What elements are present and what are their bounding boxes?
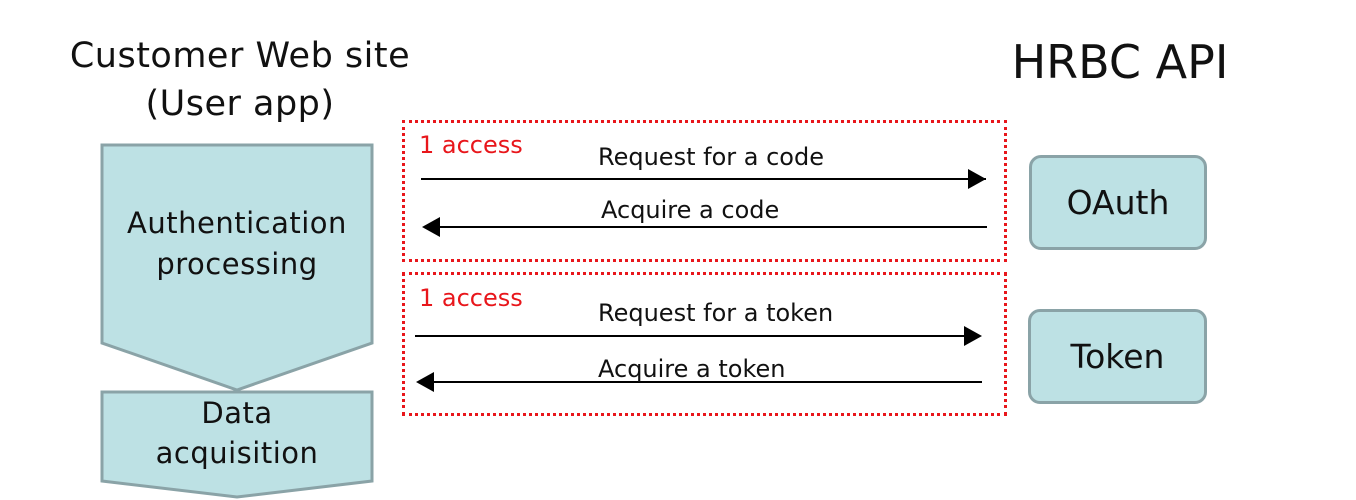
server-title: HRBC API: [1011, 35, 1229, 89]
authentication-processing-line1: Authentication: [127, 206, 347, 240]
access-label-token: 1 access: [419, 284, 523, 312]
access-box-code: [402, 120, 1007, 262]
client-title: Customer Web site: [69, 36, 411, 76]
authentication-processing-shape: [100, 143, 374, 392]
acquire-code-arrowhead: [422, 217, 440, 237]
token-endpoint-box: Token: [1028, 309, 1207, 404]
request-code-label: Request for a code: [598, 143, 824, 171]
data-acquisition-label: Data acquisition: [102, 393, 372, 473]
access-box-token: [402, 272, 1007, 416]
client-title-block: Customer Web site (User app): [40, 32, 440, 128]
access-label-code: 1 access: [419, 131, 523, 159]
acquire-token-label: Acquire a token: [598, 355, 786, 383]
acquire-token-arrowhead: [416, 372, 434, 392]
request-code-arrowhead: [968, 169, 986, 189]
request-token-arrowhead: [964, 326, 982, 346]
oauth-endpoint-box: OAuth: [1029, 155, 1207, 250]
token-endpoint-label: Token: [1070, 337, 1165, 376]
authentication-processing-line2: processing: [156, 247, 318, 281]
client-subtitle: (User app): [145, 84, 335, 124]
acquire-code-label: Acquire a code: [601, 196, 780, 224]
data-acquisition-line2: acquisition: [155, 436, 319, 470]
authentication-processing-label: Authentication processing: [102, 203, 372, 285]
request-token-label: Request for a token: [598, 299, 834, 327]
data-acquisition-shape: [100, 390, 374, 499]
data-acquisition-line1: Data: [201, 396, 273, 430]
oauth-endpoint-label: OAuth: [1066, 183, 1170, 222]
